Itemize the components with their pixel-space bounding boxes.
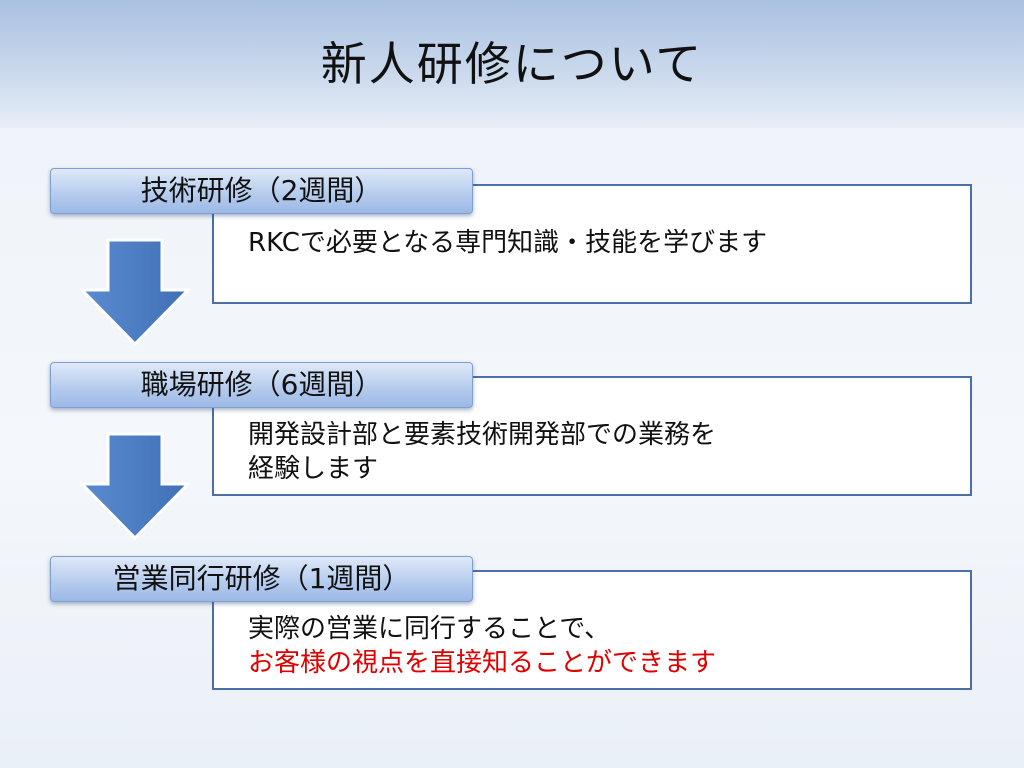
step-3-label-tab: 営業同行研修（1週間） [50, 556, 473, 602]
step-1-description-line-1: RKCで必要となる専門知識・技能を学びます [248, 228, 768, 258]
step-3-description-box: 実際の営業に同行することで、 お客様の視点を直接知ることができます [212, 570, 972, 690]
down-arrow-icon [80, 432, 190, 540]
step-3-description-line-1: 実際の営業に同行することで、 [248, 614, 611, 644]
title-band [0, 0, 1024, 128]
step-2-description-line-2: 経験します [248, 454, 379, 484]
step-1-label: 技術研修（2週間） [140, 174, 383, 207]
step-2-label: 職場研修（6週間） [140, 368, 383, 401]
step-2-label-tab: 職場研修（6週間） [50, 362, 473, 408]
step-3-label: 営業同行研修（1週間） [112, 562, 411, 595]
step-2-description-box: 開発設計部と要素技術開発部での業務を 経験します [212, 376, 972, 496]
step-3-description-line-2: お客様の視点を直接知ることができます [248, 648, 717, 678]
page-title: 新人研修について [320, 37, 704, 91]
step-1-label-tab: 技術研修（2週間） [50, 168, 473, 214]
down-arrow-icon [80, 238, 190, 346]
step-2-description-line-1: 開発設計部と要素技術開発部での業務を [248, 420, 717, 450]
